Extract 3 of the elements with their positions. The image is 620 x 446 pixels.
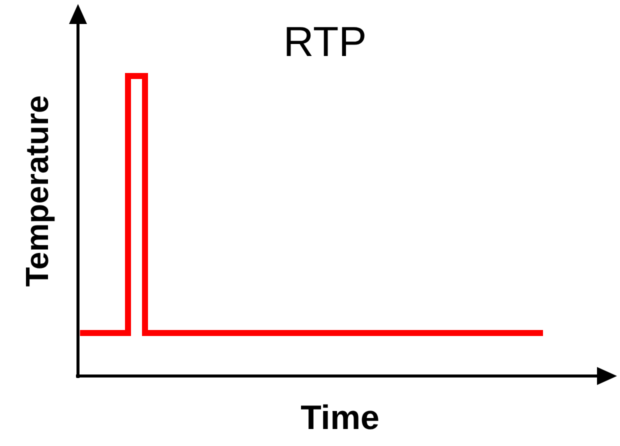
chart-title: RTP bbox=[282, 18, 368, 66]
y-axis-label: Temperature bbox=[18, 94, 56, 289]
x-axis-label: Time bbox=[300, 398, 380, 438]
